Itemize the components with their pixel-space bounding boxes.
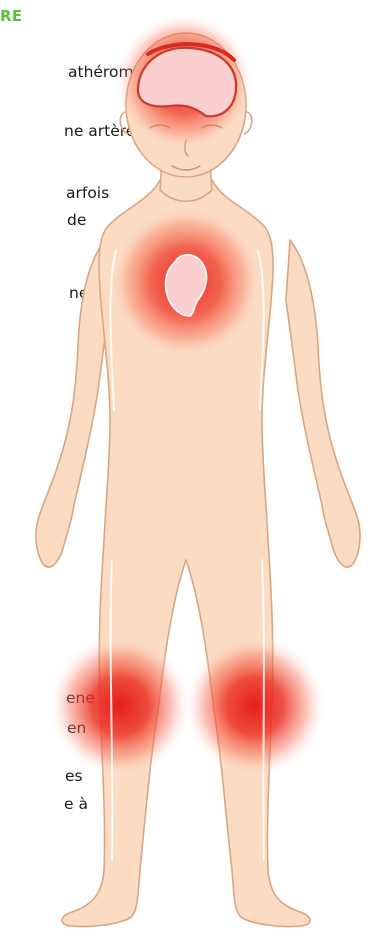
right-leg-glow-spot <box>183 634 327 778</box>
left-leg-glow-spot <box>48 634 192 778</box>
